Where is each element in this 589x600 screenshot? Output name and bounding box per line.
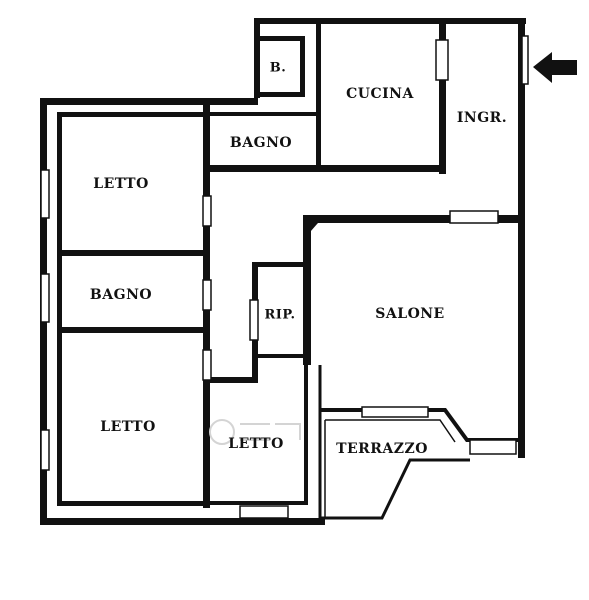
room-label-letto-bottom-left: LETTO (100, 419, 156, 435)
room-label-cucina: CUCINA (346, 86, 414, 102)
room-label-bagno-mid: BAGNO (90, 287, 152, 303)
windows (40, 35, 529, 519)
room-label-bagno-top: BAGNO (230, 135, 292, 151)
room-labels: B. CUCINA INGR. BAGNO LETTO BAGNO RIP. S… (90, 61, 507, 458)
room-label-terrazzo: TERRAZZO (336, 441, 428, 457)
room-label-letto-top: LETTO (93, 176, 149, 192)
arrow-left-icon (533, 52, 577, 83)
room-label-letto-bottom-center: LETTO (228, 436, 284, 452)
room-label-salone: SALONE (375, 306, 444, 322)
room-label-b: B. (270, 61, 287, 76)
watermark (209, 419, 301, 445)
room-label-rip: RIP. (264, 308, 295, 323)
room-label-ingr: INGR. (457, 110, 507, 126)
